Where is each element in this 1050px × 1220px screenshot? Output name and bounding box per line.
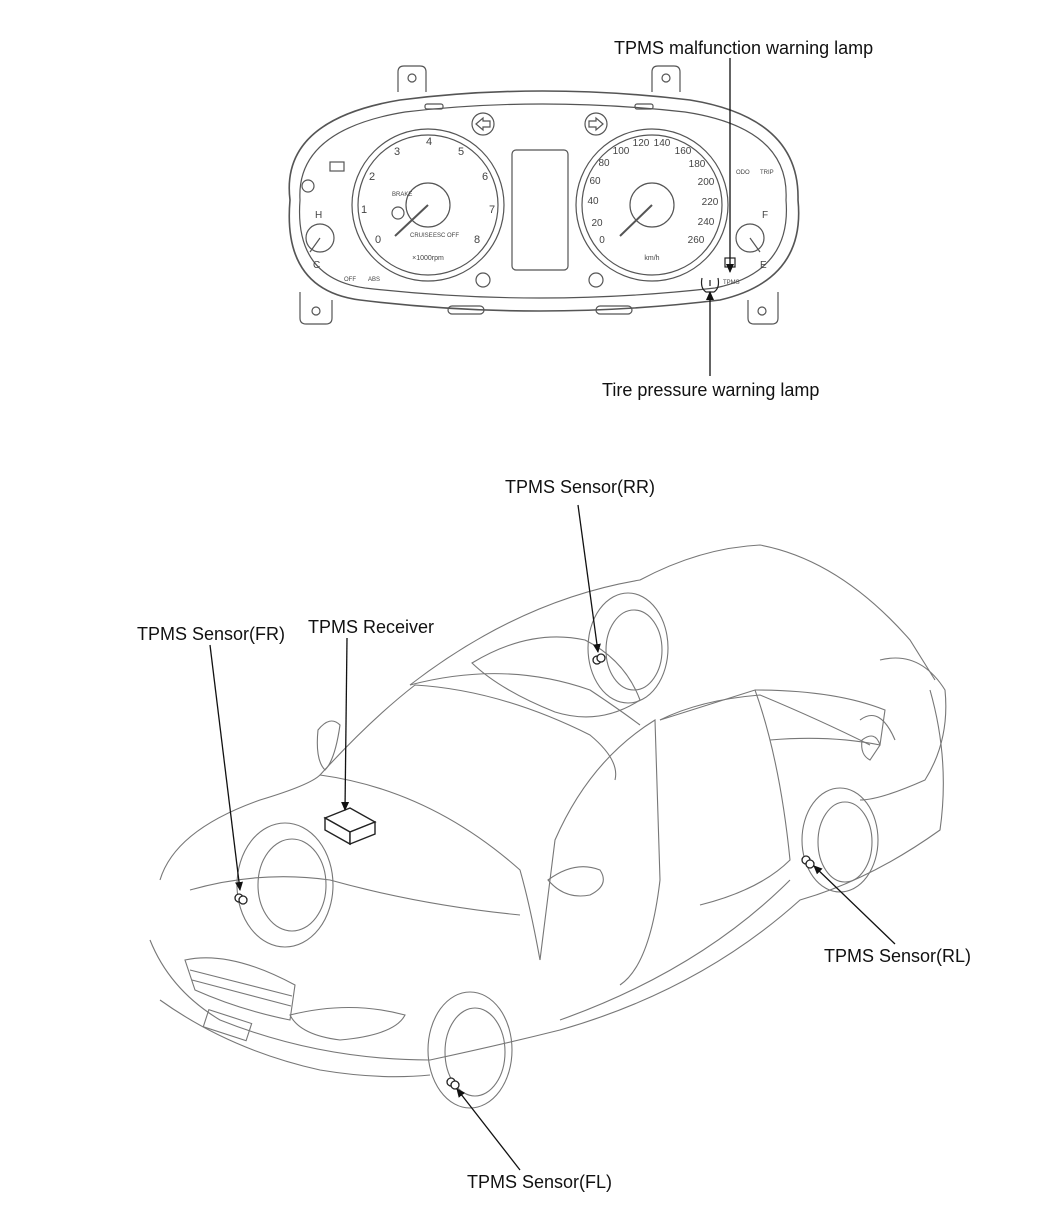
speed-number: 240 (698, 217, 715, 228)
speed-number: 140 (654, 138, 671, 149)
rear-door (659, 689, 791, 906)
cluster-bezel-inner (298, 103, 788, 299)
speed-number: 220 (702, 197, 719, 208)
speed-number: 100 (613, 146, 630, 157)
label-pressure-lamp: Tire pressure warning lamp (602, 380, 820, 400)
side-mirror (547, 866, 604, 897)
mount-tab-right (651, 65, 681, 92)
speed-number: 0 (599, 235, 605, 246)
front-door (539, 719, 661, 986)
esc-off-label: ESC OFF (433, 233, 459, 239)
speedometer-dial (575, 128, 729, 282)
leader-receiver (341, 637, 350, 811)
sensor-fr-icon (234, 893, 248, 905)
label-sensor-rl: TPMS Sensor(RL) (824, 946, 972, 966)
sensor-rl-icon (801, 855, 815, 869)
leader-sensor-fr (209, 644, 243, 891)
sunroof (471, 636, 641, 718)
wheel-rear-right (587, 592, 669, 704)
tpms-small-label: TPMS (723, 280, 740, 286)
airbag-icon (301, 179, 315, 193)
speed-unit: km/h (644, 255, 659, 262)
tach-number: 5 (458, 146, 464, 158)
body-side (149, 689, 944, 1061)
front-bumper (159, 999, 431, 1078)
tach-number: 6 (482, 171, 488, 183)
leader-sensor-fl (456, 1088, 521, 1171)
grille (184, 957, 296, 1021)
tach-unit: ×1000rpm (412, 255, 444, 262)
speed-number: 60 (589, 176, 601, 187)
instrument-cluster (288, 65, 800, 325)
tach-number: 8 (474, 234, 480, 246)
tach-number: 4 (426, 136, 432, 148)
temperature-gauge (305, 223, 335, 253)
tachometer-hub (405, 182, 451, 228)
tpms-sensors (234, 653, 815, 1090)
abs-label: ABS (368, 277, 380, 283)
label-sensor-fl: TPMS Sensor(FL) (467, 1172, 613, 1192)
label-sensor-fr: TPMS Sensor(FR) (137, 624, 286, 644)
tpms-receiver-box (323, 807, 377, 846)
brake-warning-icon (391, 206, 405, 220)
sensor-rr-icon (592, 653, 606, 665)
tach-number: 0 (375, 234, 381, 246)
license-plate (202, 1008, 253, 1042)
label-receiver: TPMS Receiver (308, 617, 435, 637)
leader-sensor-rl (813, 865, 896, 945)
tach-number: 3 (394, 146, 400, 158)
cruise-label: CRUISE (410, 233, 433, 239)
wheel-front-left (427, 991, 513, 1109)
sensor-fl-icon (446, 1077, 460, 1090)
battery-warning-icon (329, 161, 345, 172)
headlamp (289, 1007, 406, 1041)
mount-tab-left (397, 65, 427, 92)
speed-number: 180 (689, 159, 706, 170)
tach-number: 1 (361, 204, 367, 216)
fuel-gauge (735, 223, 765, 253)
fog-lamp-icon (588, 272, 604, 288)
off-label: OFF (344, 277, 356, 283)
turn-left-indicator (471, 112, 495, 136)
hood (159, 774, 541, 961)
car-roof (409, 544, 936, 686)
fuel-full-label: F (762, 210, 768, 221)
speed-number: 40 (587, 196, 599, 207)
speed-number: 80 (598, 158, 610, 169)
temp-hot-label: H (315, 210, 322, 221)
mount-tab-bottom-left (299, 292, 333, 325)
wheel-rear-left (801, 787, 879, 893)
speed-number: 160 (675, 146, 692, 157)
turn-right-indicator (584, 112, 608, 136)
label-sensor-rr: TPMS Sensor(RR) (505, 477, 656, 497)
temp-cold-label: C (313, 260, 320, 271)
trip-label: TRIP (760, 170, 774, 176)
trunk (859, 657, 947, 801)
rear-window (754, 689, 886, 746)
label-malfunction-lamp: TPMS malfunction warning lamp (614, 38, 874, 58)
brake-label: BRAKE (392, 192, 412, 198)
speed-number: 120 (633, 138, 650, 149)
car-outline (149, 544, 947, 1109)
leader-lines (209, 58, 896, 1171)
speed-number: 200 (698, 177, 715, 188)
cluster-labels: 0 1 2 3 4 5 6 7 8 ×1000rpm 0 20 40 60 80… (313, 136, 774, 286)
fuel-empty-label: E (760, 260, 767, 271)
windshield (319, 684, 617, 781)
headlamp-icon (475, 272, 491, 288)
speed-number: 20 (591, 218, 603, 229)
odo-label: ODO (736, 170, 750, 176)
speedometer-hub (629, 182, 675, 228)
tach-number: 2 (369, 171, 375, 183)
mount-tab-bottom-right (747, 292, 779, 325)
wheel-front-right (236, 822, 334, 948)
center-display (511, 149, 569, 271)
speed-number: 260 (688, 235, 705, 246)
leader-sensor-rr (577, 504, 601, 653)
cluster-bezel-outer (288, 90, 800, 312)
tachometer-dial (351, 128, 505, 282)
tach-number: 7 (489, 204, 495, 216)
